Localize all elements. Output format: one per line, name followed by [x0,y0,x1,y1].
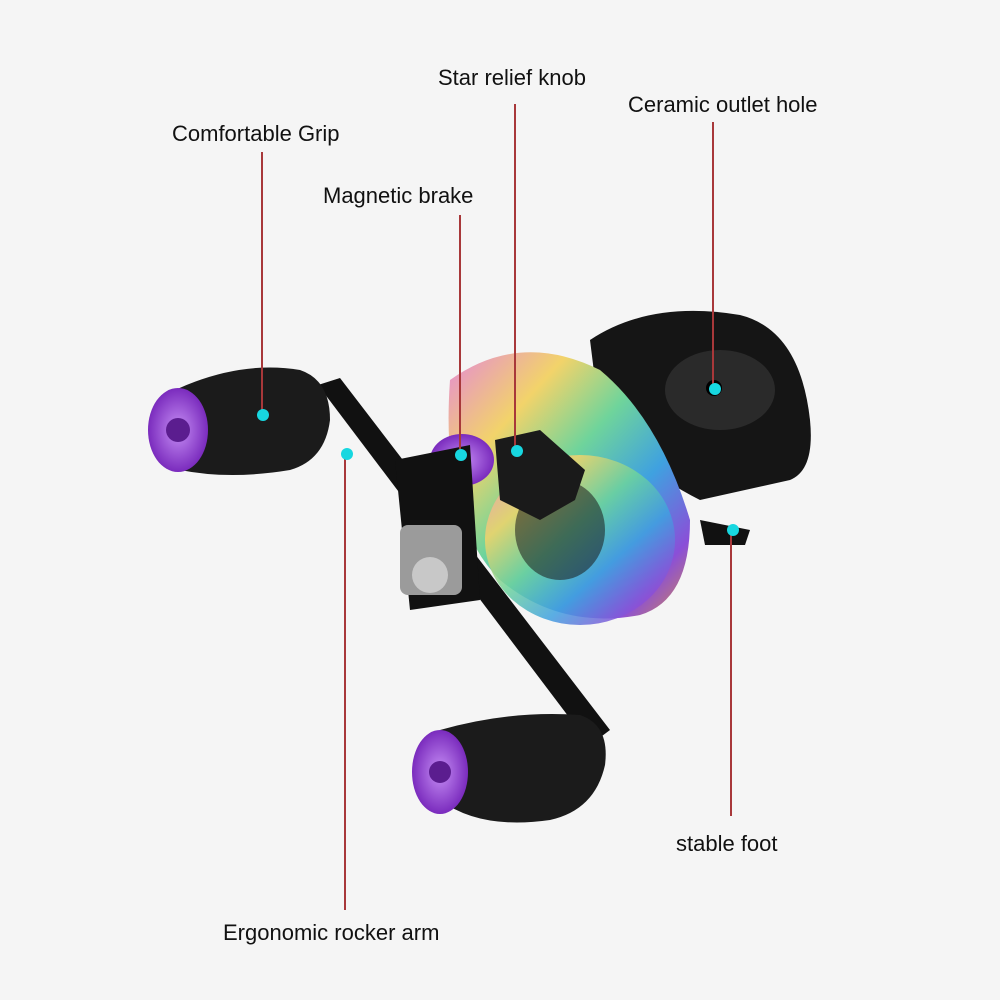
leader-line-brake [459,215,461,455]
callout-label-star-relief-knob: Star relief knob [438,65,586,90]
callout-label-stable-foot: stable foot [676,831,778,856]
callout-dot-brake [455,449,467,461]
leader-line-arm [344,454,346,910]
callout-label-ergonomic-rocker-arm: Ergonomic rocker arm [223,920,440,945]
callout-dot-arm [341,448,353,460]
leader-line-star [514,104,516,450]
callout-dot-star [511,445,523,457]
callout-label-magnetic-brake: Magnetic brake [323,183,474,208]
callout-label-comfortable-grip: Comfortable Grip [172,121,340,146]
callout-dot-grip [257,409,269,421]
leader-line-grip [261,152,263,414]
leader-line-foot [730,530,732,816]
callout-dot-ceramic [709,383,721,395]
callout-label-ceramic-outlet-hole: Ceramic outlet hole [628,92,818,117]
leader-line-ceramic [712,122,714,388]
callout-dot-foot [727,524,739,536]
